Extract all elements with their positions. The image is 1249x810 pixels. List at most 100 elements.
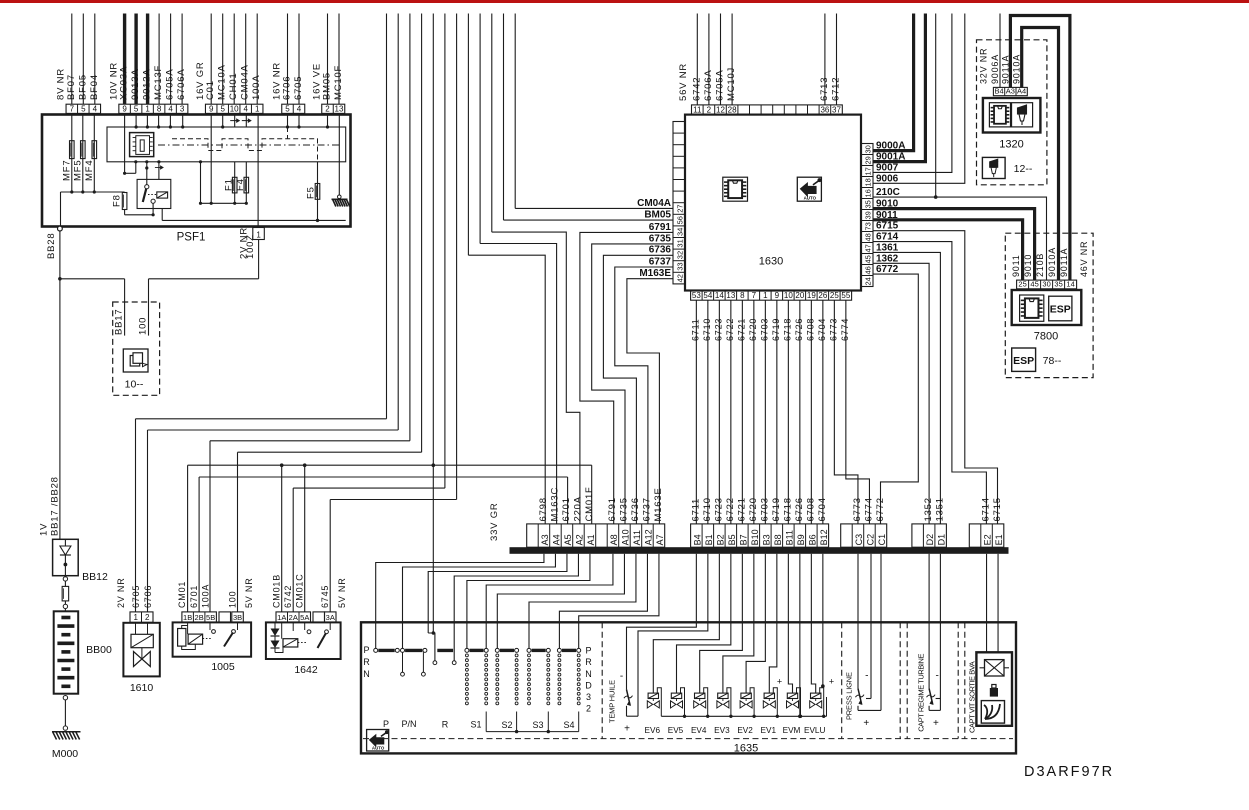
svg-text:BF07: BF07 xyxy=(66,74,77,100)
svg-text:P/N: P/N xyxy=(401,719,416,729)
svg-text:54: 54 xyxy=(703,291,712,300)
svg-text:14: 14 xyxy=(715,291,724,300)
svg-text:11: 11 xyxy=(693,106,702,115)
svg-text:47: 47 xyxy=(864,244,873,252)
svg-text:24: 24 xyxy=(864,277,873,285)
svg-text:P: P xyxy=(383,719,389,729)
svg-text:6705A: 6705A xyxy=(715,70,726,101)
svg-text:A7: A7 xyxy=(655,534,665,545)
svg-text:9000A: 9000A xyxy=(876,141,905,152)
svg-text:1: 1 xyxy=(145,104,150,113)
svg-text:9010: 9010 xyxy=(1023,254,1033,277)
svg-text:B8: B8 xyxy=(773,534,783,545)
svg-text:EV1: EV1 xyxy=(761,726,777,735)
svg-text:BB00: BB00 xyxy=(86,644,112,656)
svg-text:EVLU: EVLU xyxy=(804,726,825,735)
svg-text:1V: 1V xyxy=(39,523,50,536)
svg-text:6706: 6706 xyxy=(143,585,153,608)
svg-text:E2: E2 xyxy=(983,534,993,545)
svg-text:16V VE: 16V VE xyxy=(311,63,322,100)
svg-text:9013A: 9013A xyxy=(130,69,141,100)
svg-text:4: 4 xyxy=(243,104,248,113)
svg-text:6705: 6705 xyxy=(131,585,141,608)
svg-text:A11: A11 xyxy=(632,530,642,545)
svg-text:C2: C2 xyxy=(865,534,875,546)
svg-text:16V GR: 16V GR xyxy=(195,61,206,100)
svg-text:10--: 10-- xyxy=(125,379,144,391)
svg-text:3: 3 xyxy=(180,104,185,113)
svg-text:A10: A10 xyxy=(620,529,630,545)
svg-text:BF05: BF05 xyxy=(77,74,88,100)
svg-text:CAPT REGIME TURBINE: CAPT REGIME TURBINE xyxy=(917,653,926,731)
svg-text:B11: B11 xyxy=(784,530,794,545)
svg-text:M163C: M163C xyxy=(549,487,560,522)
svg-text:S1: S1 xyxy=(470,719,481,729)
svg-text:1635: 1635 xyxy=(734,743,758,755)
svg-text:1A: 1A xyxy=(277,613,286,622)
svg-text:5: 5 xyxy=(220,104,225,113)
svg-text:100Z: 100Z xyxy=(245,234,256,259)
svg-text:5V NR: 5V NR xyxy=(337,577,347,608)
svg-text:20: 20 xyxy=(795,291,804,300)
svg-text:A4: A4 xyxy=(1017,87,1026,96)
svg-text:9: 9 xyxy=(122,104,127,113)
svg-text:4: 4 xyxy=(297,104,302,113)
svg-text:A3: A3 xyxy=(540,534,550,545)
svg-text:32V NR: 32V NR xyxy=(979,48,989,84)
svg-text:6705A: 6705A xyxy=(165,69,176,100)
svg-text:6791: 6791 xyxy=(607,497,618,521)
svg-text:BB17: BB17 xyxy=(114,309,125,335)
svg-text:28: 28 xyxy=(728,106,737,115)
svg-text:BM05: BM05 xyxy=(644,209,671,220)
svg-text:1005: 1005 xyxy=(211,661,235,673)
svg-text:B6: B6 xyxy=(807,534,817,545)
svg-text:S2: S2 xyxy=(501,720,512,730)
svg-text:6714: 6714 xyxy=(876,232,899,243)
svg-text:5V NR: 5V NR xyxy=(244,577,254,608)
svg-text:78--: 78-- xyxy=(1043,355,1062,367)
svg-text:6718: 6718 xyxy=(782,318,792,341)
svg-text:ESP: ESP xyxy=(1050,304,1071,316)
svg-text:CM01: CM01 xyxy=(177,581,187,608)
svg-text:1: 1 xyxy=(763,291,768,300)
svg-text:18: 18 xyxy=(864,178,873,186)
svg-text:9: 9 xyxy=(209,104,214,113)
svg-text:1351: 1351 xyxy=(935,497,946,521)
svg-text:B10: B10 xyxy=(750,529,760,545)
svg-text:CM01F: CM01F xyxy=(584,486,595,521)
svg-text:AUTO: AUTO xyxy=(372,745,385,750)
svg-text:6712: 6712 xyxy=(831,77,842,101)
svg-text:P: P xyxy=(585,646,591,656)
svg-text:31: 31 xyxy=(676,239,685,247)
svg-text:E1: E1 xyxy=(994,534,1004,545)
svg-text:TEMP HUILE: TEMP HUILE xyxy=(608,680,617,723)
svg-text:5: 5 xyxy=(285,104,290,113)
svg-text:6708: 6708 xyxy=(805,318,815,341)
svg-text:9011: 9011 xyxy=(876,210,898,221)
svg-text:6706: 6706 xyxy=(282,76,293,100)
svg-text:7: 7 xyxy=(70,104,75,113)
svg-text:B5: B5 xyxy=(727,534,737,545)
svg-text:MC10A: MC10A xyxy=(217,64,228,100)
svg-text:2B: 2B xyxy=(195,613,204,622)
svg-text:PSF1: PSF1 xyxy=(177,232,206,244)
svg-text:6713: 6713 xyxy=(819,77,830,101)
svg-text:100: 100 xyxy=(138,317,149,335)
svg-text:D2: D2 xyxy=(925,534,935,546)
svg-text:EV3: EV3 xyxy=(714,726,730,735)
svg-text:9006: 9006 xyxy=(876,173,899,184)
svg-text:100A: 100A xyxy=(251,75,262,100)
svg-text:9011A: 9011A xyxy=(1000,55,1010,84)
svg-text:6721: 6721 xyxy=(736,318,746,341)
svg-text:9011A: 9011A xyxy=(1059,248,1069,277)
svg-text:2: 2 xyxy=(145,613,150,622)
svg-text:5B: 5B xyxy=(206,613,215,622)
svg-text:A12: A12 xyxy=(643,529,653,545)
svg-text:EV4: EV4 xyxy=(691,726,707,735)
svg-text:19: 19 xyxy=(807,291,816,300)
svg-text:30: 30 xyxy=(1042,280,1050,289)
svg-text:6735: 6735 xyxy=(649,233,672,244)
svg-text:-: - xyxy=(936,671,939,682)
svg-text:A2: A2 xyxy=(574,534,584,545)
svg-text:45: 45 xyxy=(1030,280,1038,289)
